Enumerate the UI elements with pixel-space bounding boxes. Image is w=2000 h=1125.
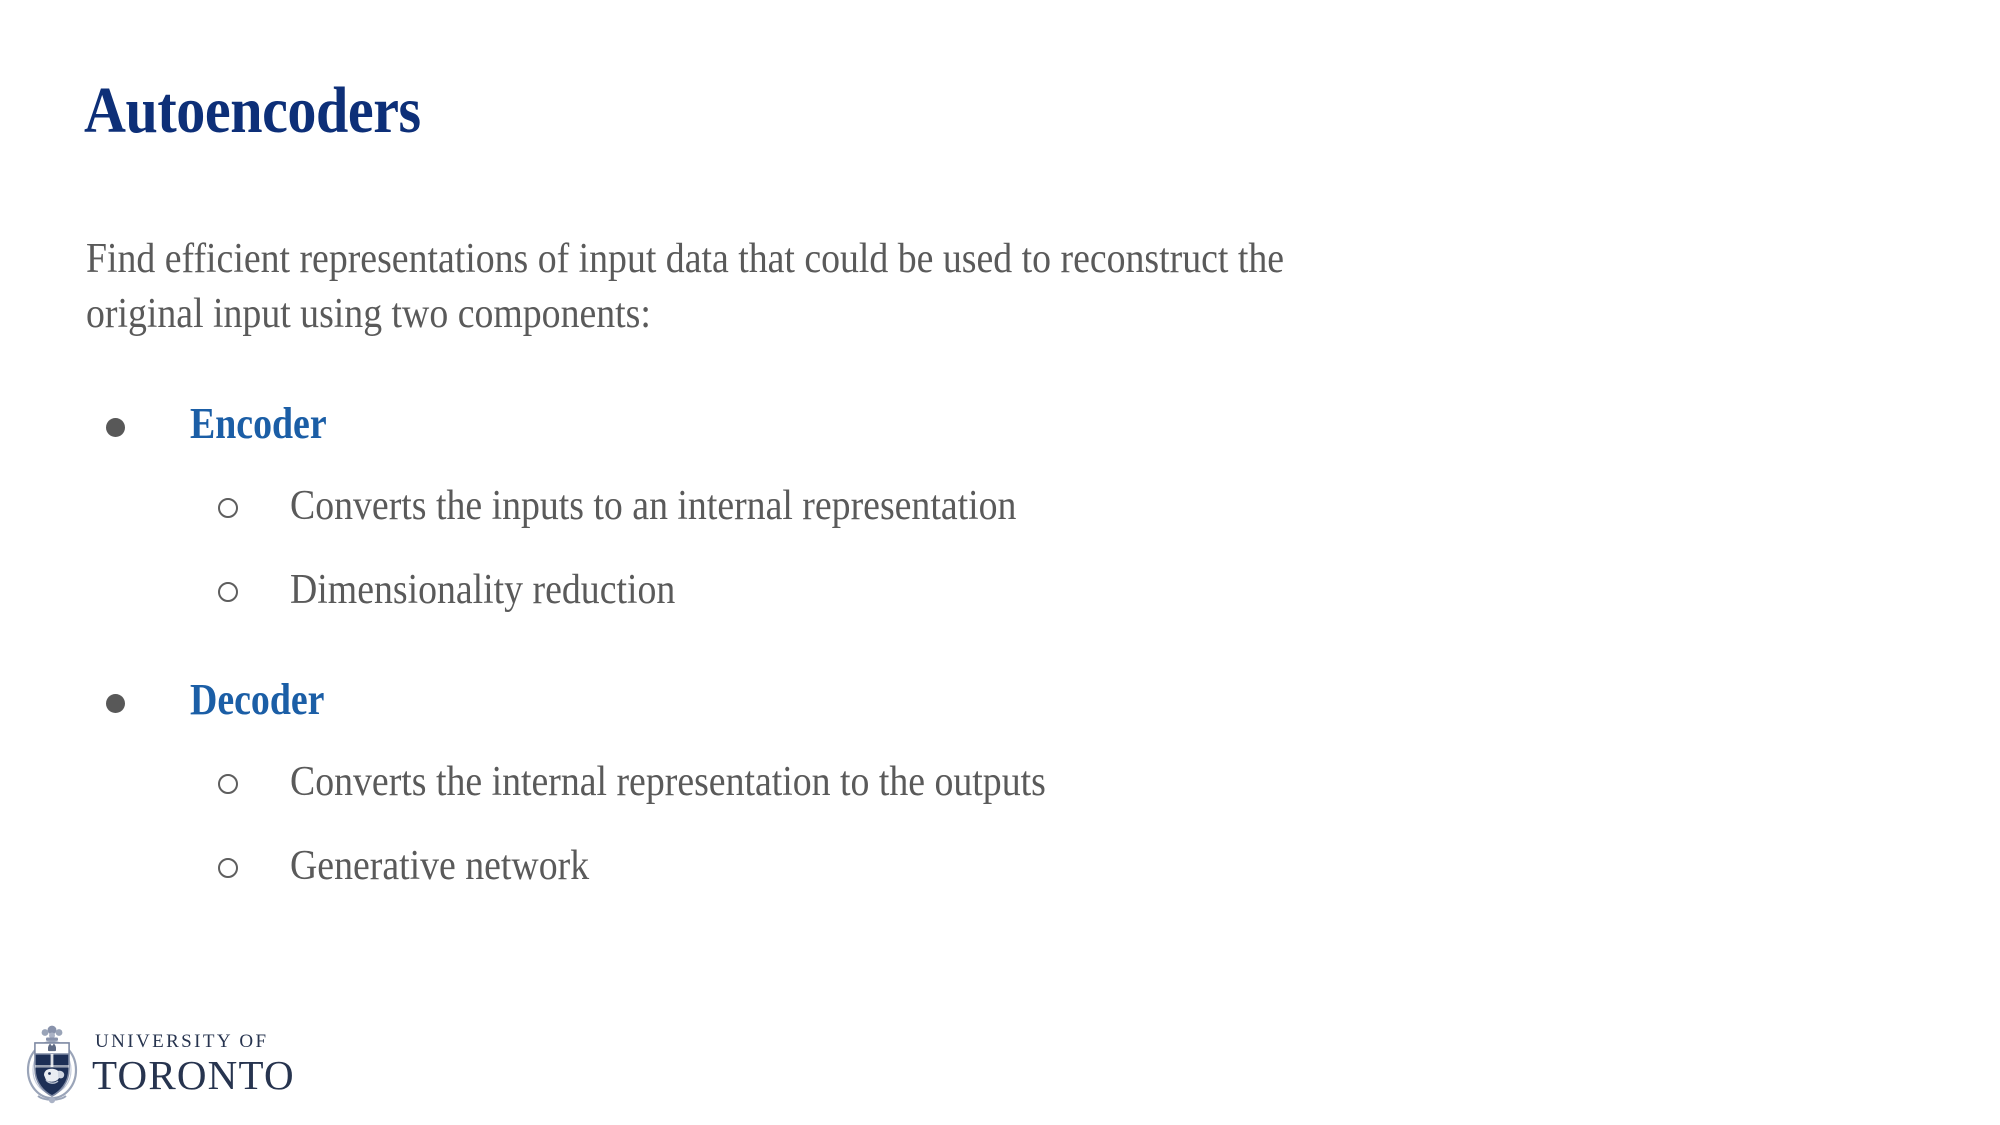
sub-bullet-item: Dimensionality reduction bbox=[86, 566, 1906, 624]
sub-bullet-label: Converts the inputs to an internal repre… bbox=[290, 483, 1017, 529]
page-title: Autoencoders bbox=[84, 74, 421, 147]
hollow-circle-bullet-icon bbox=[218, 582, 238, 602]
university-logo-line-top: UNIVERSITY OF bbox=[95, 1031, 269, 1052]
university-logo: UNIVERSITY OF TORONTO bbox=[24, 1021, 295, 1107]
sub-bullet-label: Dimensionality reduction bbox=[290, 567, 676, 613]
hollow-circle-bullet-icon bbox=[218, 774, 238, 794]
university-logo-wordmark: UNIVERSITY OF TORONTO bbox=[92, 1032, 295, 1096]
sub-bullet-label: Generative network bbox=[290, 843, 590, 889]
sub-bullet-label: Converts the internal representation to … bbox=[290, 759, 1046, 805]
bullet-list: Encoder Converts the inputs to an intern… bbox=[86, 399, 1906, 926]
intro-paragraph-line-1: Find efficient representations of input … bbox=[86, 236, 1285, 282]
bullet-item-encoder-label: Encoder bbox=[190, 399, 327, 448]
university-logo-line-bottom: TORONTO bbox=[92, 1052, 295, 1098]
sub-bullet-item: Generative network bbox=[86, 842, 1906, 900]
bullet-item-encoder: Encoder bbox=[86, 399, 1906, 462]
hollow-circle-bullet-icon bbox=[218, 498, 238, 518]
bullet-item-decoder-label: Decoder bbox=[190, 675, 325, 724]
hollow-circle-bullet-icon bbox=[218, 858, 238, 878]
filled-disc-bullet-icon bbox=[106, 694, 125, 713]
intro-paragraph: Find efficient representations of input … bbox=[86, 232, 1706, 343]
filled-disc-bullet-icon bbox=[106, 418, 125, 437]
sub-bullet-item: Converts the inputs to an internal repre… bbox=[86, 482, 1906, 540]
intro-paragraph-line-2: original input using two components: bbox=[86, 291, 651, 338]
list-group-spacer bbox=[86, 650, 1906, 676]
sub-bullet-item: Converts the internal representation to … bbox=[86, 758, 1906, 816]
university-crest-icon bbox=[26, 1025, 78, 1104]
bullet-item-decoder: Decoder bbox=[86, 675, 1906, 738]
